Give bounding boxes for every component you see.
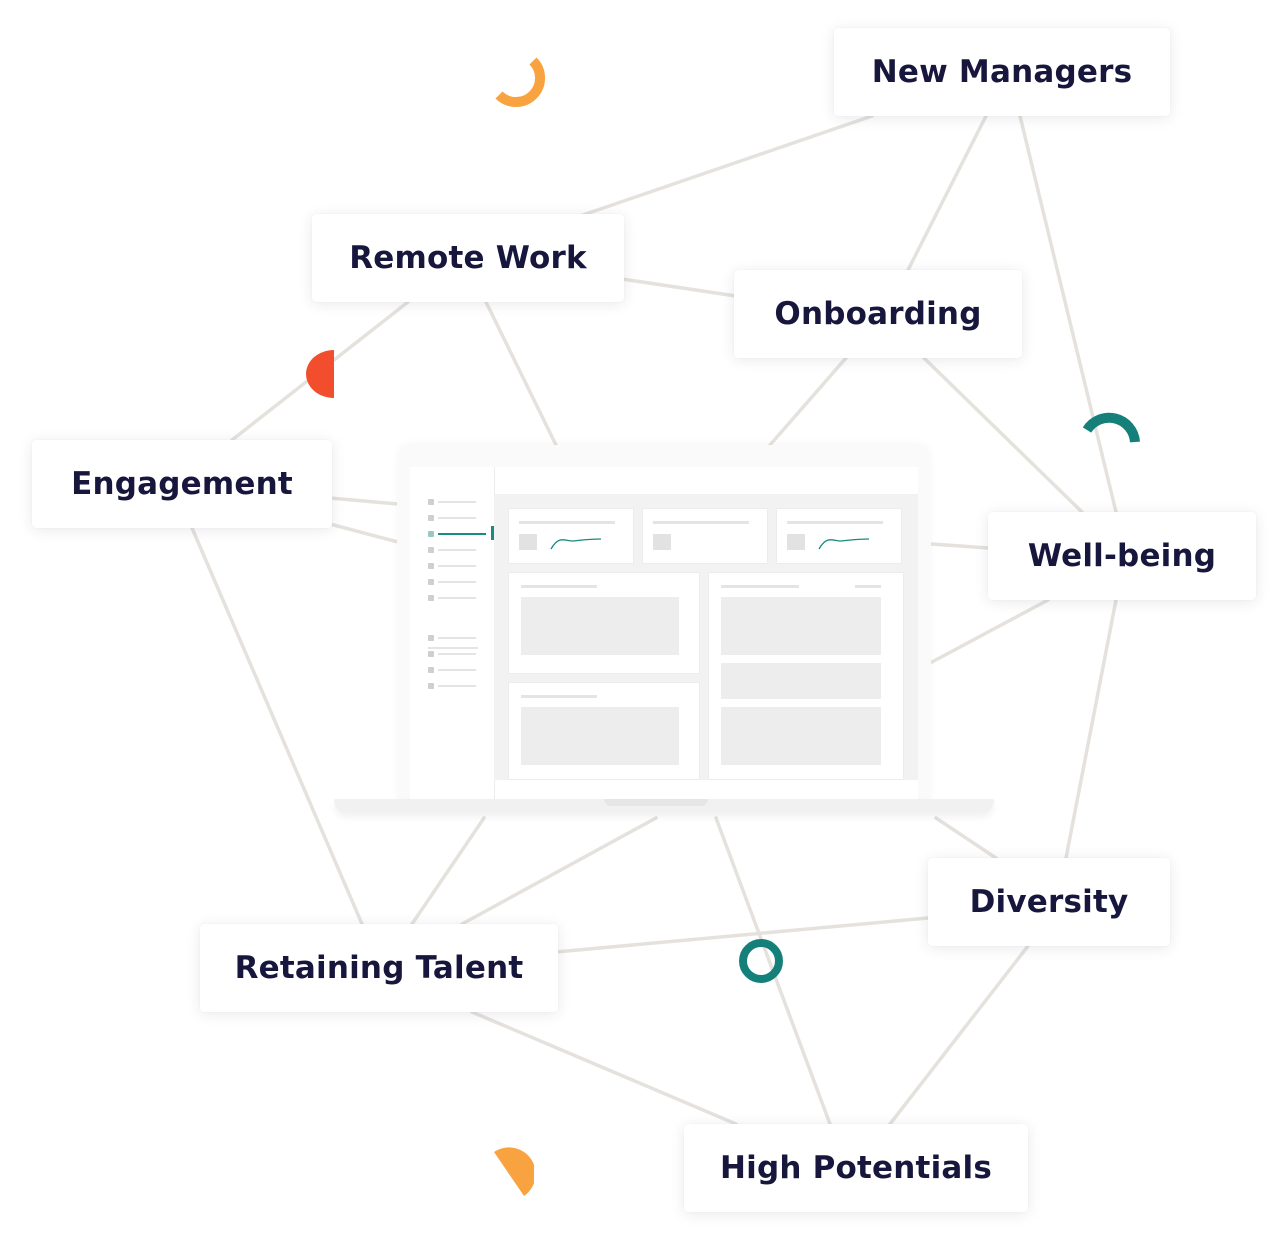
globe-icon xyxy=(428,651,434,657)
link-onboarding-laptop xyxy=(768,356,848,447)
orange-arc-decoration xyxy=(495,57,546,108)
link-engagement-laptop-2 xyxy=(328,522,400,544)
link-onboarding-wellbeing xyxy=(922,356,1084,514)
sparkline xyxy=(550,538,602,550)
link-laptop-wellbeing-1 xyxy=(930,542,990,550)
dashboard-content xyxy=(494,494,918,780)
gear-icon xyxy=(428,683,434,689)
laptop-base xyxy=(334,799,994,813)
link-remote-newmanagers xyxy=(578,114,874,218)
people-icon xyxy=(428,547,434,553)
sparkline xyxy=(818,538,870,550)
kpi-card xyxy=(776,508,902,564)
link-newmanagers-wellbeing xyxy=(1018,114,1118,514)
hierarchy-icon xyxy=(428,635,434,641)
node-well-being: Well-being xyxy=(988,512,1256,600)
link-remote-onboarding xyxy=(620,277,738,298)
link-retaining-highpotentials xyxy=(470,1010,738,1126)
link-laptop-retaining-2 xyxy=(460,816,658,926)
laptop-notch xyxy=(604,799,708,806)
laptop-dashboard-illustration xyxy=(334,445,994,825)
link-laptop-retaining-1 xyxy=(410,816,486,926)
node-new-managers: New Managers xyxy=(834,28,1170,116)
chart-icon xyxy=(428,531,434,537)
node-onboarding: Onboarding xyxy=(734,270,1022,358)
link-laptop-diversity xyxy=(934,816,998,860)
link-diversity-highpotentials xyxy=(888,944,1030,1126)
settings-icon xyxy=(428,563,434,569)
node-retaining-talent: Retaining Talent xyxy=(200,924,558,1012)
node-diversity: Diversity xyxy=(928,858,1170,946)
kpi-card xyxy=(642,508,768,564)
link-onboarding-newmanagers xyxy=(906,114,988,272)
dashboard-preview xyxy=(410,467,918,801)
node-high-potentials: High Potentials xyxy=(684,1124,1028,1212)
teal-arc-decoration xyxy=(1082,412,1140,443)
orange-half-circle-decoration xyxy=(494,1147,534,1196)
active-indicator xyxy=(491,526,494,540)
panel-card xyxy=(708,572,904,780)
kpi-card xyxy=(508,508,634,564)
link-laptop-wellbeing-2 xyxy=(930,598,1050,664)
document-icon xyxy=(428,579,434,585)
mail-icon xyxy=(428,667,434,673)
link-remote-laptop xyxy=(484,300,558,447)
flag-icon xyxy=(428,499,434,505)
teal-ring-decoration xyxy=(739,939,783,983)
dashboard-sidebar xyxy=(410,467,495,801)
panel-card xyxy=(508,572,700,674)
red-half-circle-decoration xyxy=(306,350,334,398)
link-retaining-diversity xyxy=(554,916,930,954)
link-wellbeing-diversity xyxy=(1064,598,1118,860)
node-engagement: Engagement xyxy=(32,440,332,528)
inbox-icon xyxy=(428,595,434,601)
panel-card xyxy=(508,682,700,780)
node-remote-work: Remote Work xyxy=(312,214,624,302)
bell-icon xyxy=(428,515,434,521)
link-engagement-retaining xyxy=(190,526,364,926)
link-engagement-laptop-1 xyxy=(328,496,400,506)
